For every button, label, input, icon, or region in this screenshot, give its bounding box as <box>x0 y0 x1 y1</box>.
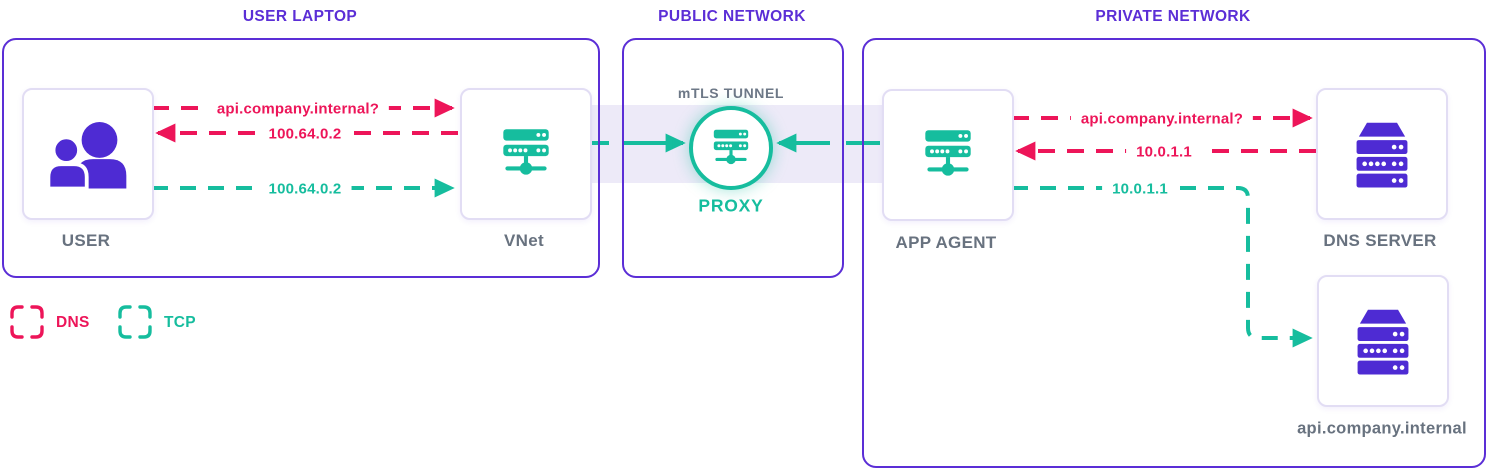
tcp-legend-swatch-icon <box>117 304 153 340</box>
user-node-label: USER <box>61 231 111 250</box>
users-icon <box>42 108 134 200</box>
agent-dns-query-label: api.company.internal? <box>1070 110 1254 128</box>
proxy-node-label: PROXY <box>698 195 764 216</box>
vnet-switch-icon <box>493 123 559 185</box>
user-node <box>22 88 154 220</box>
proxy-node <box>689 106 773 190</box>
dns-legend-label: DNS <box>56 314 90 331</box>
group-title-private-network: PRIVATE NETWORK <box>1095 8 1251 25</box>
group-title-user-laptop: USER LAPTOP <box>242 8 358 25</box>
dns-legend-swatch-icon <box>9 304 45 340</box>
server-stack-icon <box>1345 117 1419 191</box>
group-title-public-network: PUBLIC NETWORK <box>658 8 806 25</box>
user-dns-query-label: api.company.internal? <box>206 100 390 118</box>
api-server-node <box>1317 275 1449 407</box>
group-user-laptop <box>2 38 600 278</box>
group-private-network <box>862 38 1486 468</box>
user-dns-response-label: 100.64.0.2 <box>258 125 352 143</box>
app-agent-node-label: APP AGENT <box>895 233 997 252</box>
user-tcp-label: 100.64.0.2 <box>258 180 352 198</box>
dns-server-node-label: DNS SERVER <box>1323 231 1437 250</box>
dns-server-node <box>1316 88 1448 220</box>
app-agent-node <box>882 89 1014 221</box>
agent-tcp-label: 10.0.1.1 <box>1102 180 1178 198</box>
app-agent-switch-icon <box>915 124 981 186</box>
proxy-switch-icon <box>706 125 756 172</box>
group-public-network <box>622 38 844 278</box>
vnet-node-label: VNet <box>504 231 544 250</box>
mtls-tunnel-label: mTLS TUNNEL <box>677 85 785 101</box>
tcp-legend-label: TCP <box>164 314 196 331</box>
server-stack-icon <box>1346 304 1420 378</box>
agent-dns-response-label: 10.0.1.1 <box>1126 143 1202 161</box>
vnet-node <box>460 88 592 220</box>
api-server-node-label: api.company.internal <box>1297 419 1467 438</box>
